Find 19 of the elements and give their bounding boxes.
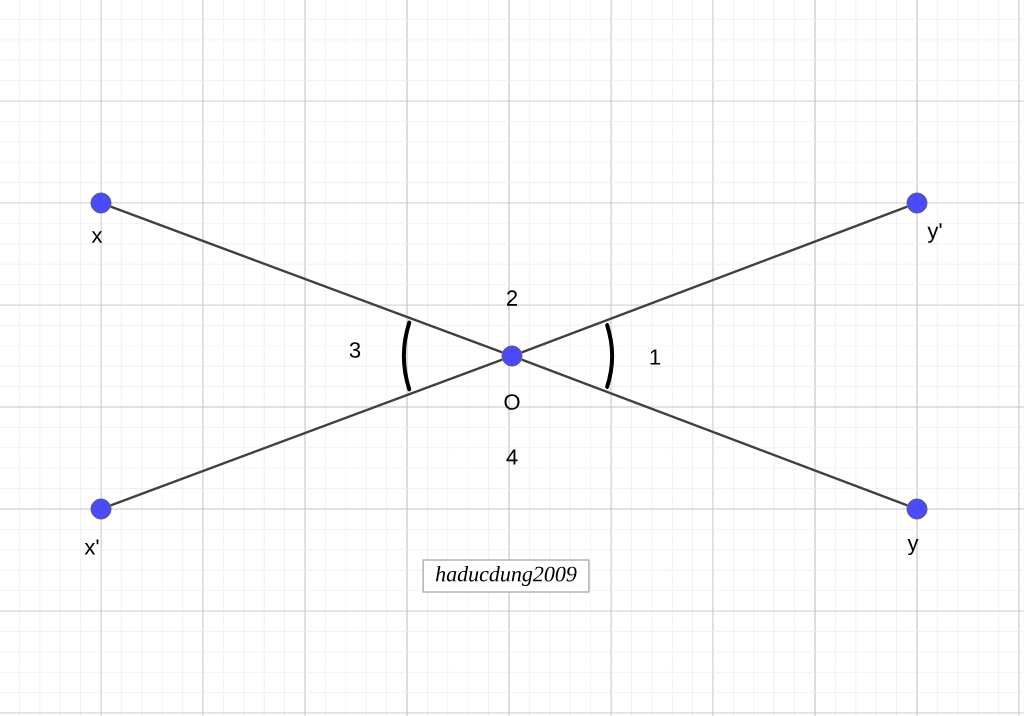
point	[906, 192, 928, 214]
line-segment	[110, 358, 503, 507]
point	[90, 192, 112, 214]
angle-number: 1	[650, 349, 661, 365]
angle-number: 4	[506, 449, 518, 465]
angle-number: 2	[507, 290, 518, 306]
point-label: x'	[84, 539, 99, 555]
angle-number: 3	[349, 342, 361, 358]
point	[90, 498, 112, 520]
point	[501, 345, 523, 367]
point	[906, 498, 928, 520]
point-label: x	[91, 231, 103, 243]
line-segment	[110, 205, 503, 354]
line-segment	[521, 205, 908, 354]
point-label: O	[504, 394, 520, 410]
point-label: y	[907, 538, 919, 556]
line-segment	[521, 358, 908, 507]
text-box: haducdung2009	[422, 559, 590, 593]
point-label: y'	[927, 223, 942, 243]
